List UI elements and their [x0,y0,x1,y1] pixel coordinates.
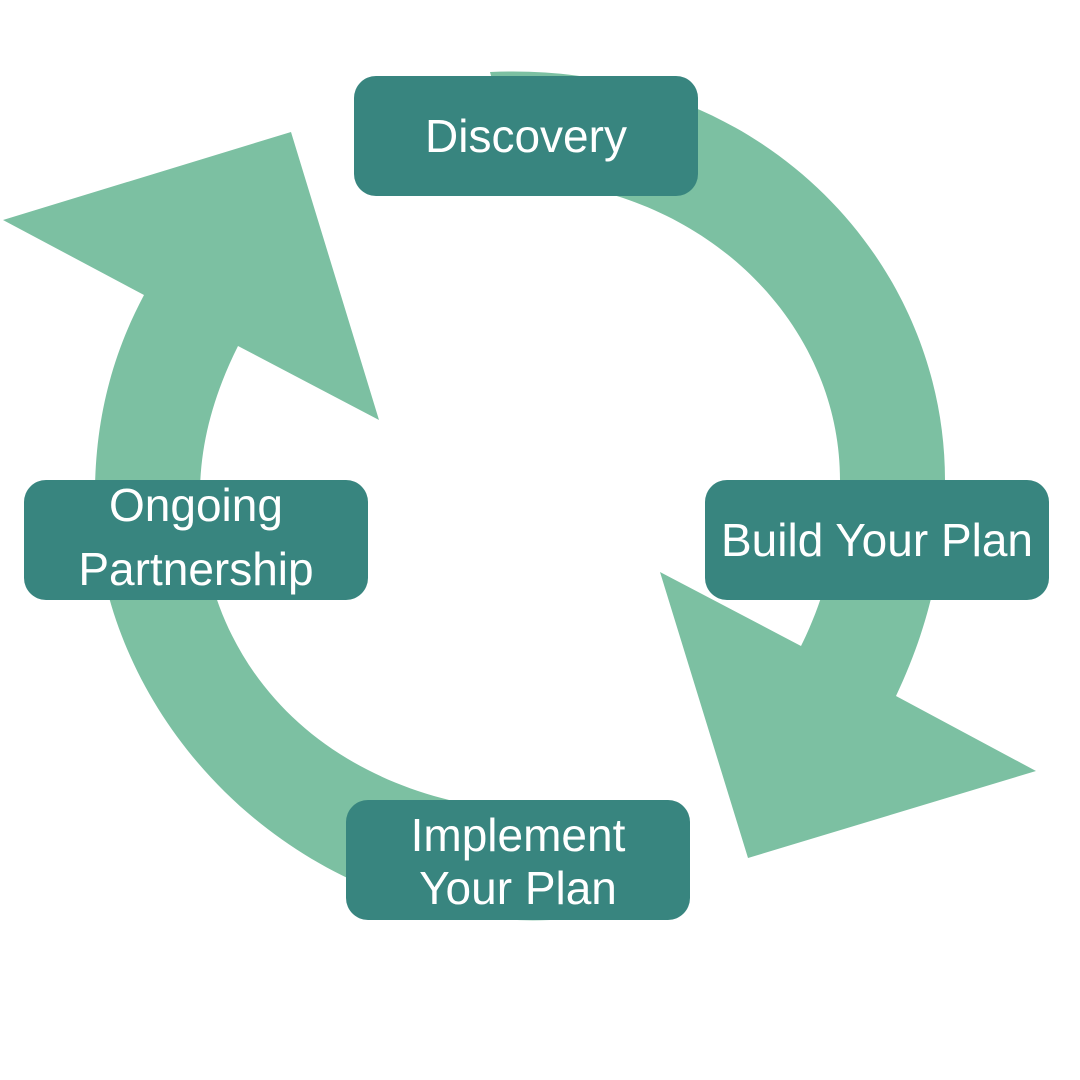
stage-build-your-plan: Build Your Plan [705,480,1049,600]
stage-build-your-plan-label: Build Your Plan [720,513,1034,566]
stage-ongoing-label-line2: Partnership [78,543,314,595]
stage-implement-your-plan: Implement Your Plan [346,800,690,920]
stage-ongoing-label-line1: Ongoing [109,478,283,531]
stage-ongoing-partnership: Ongoing Partnership [24,479,368,600]
stage-implement-label-line2: Your Plan [419,862,617,914]
stage-discovery-label: Discovery [425,109,627,162]
cycle-arrow-left [3,132,550,921]
stage-implement-label-line1: Implement [410,809,626,862]
stage-discovery: Discovery [354,76,698,196]
cycle-arrow-right [490,71,1036,858]
